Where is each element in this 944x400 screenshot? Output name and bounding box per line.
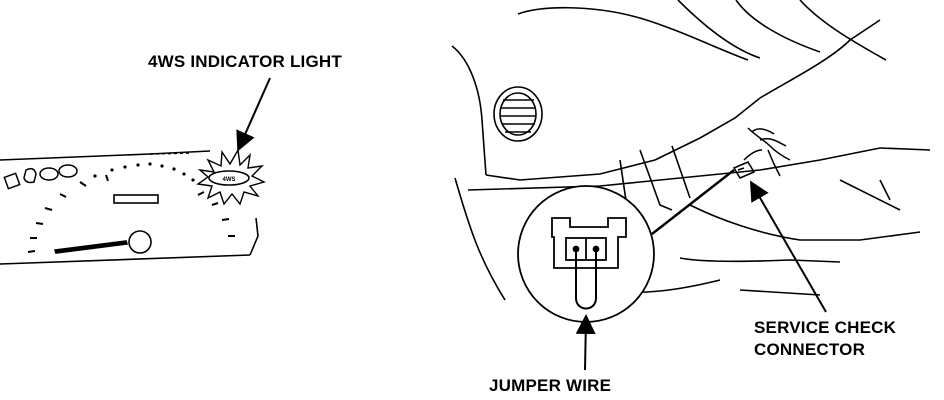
instrument-cluster — [0, 150, 259, 265]
service-check-label-line1: SERVICE CHECK — [754, 318, 897, 337]
service-check-connector — [732, 161, 756, 179]
indicator-lamp-text: 4WS — [222, 177, 235, 183]
service-check-label-line2: CONNECTOR — [754, 340, 866, 359]
speedometer-ticks — [27, 174, 109, 253]
air-vent — [493, 86, 543, 142]
indicator-light-label: 4WS INDICATOR LIGHT — [148, 52, 342, 71]
wiring-harness — [743, 127, 791, 177]
indicator-arrow — [236, 77, 271, 152]
gauge-needle — [53, 230, 152, 254]
indicator-lamp — [208, 170, 250, 186]
gauge-right-ticks — [197, 191, 235, 237]
service-connector-arrow — [749, 180, 827, 313]
jumper-wire-label: JUMPER WIRE — [489, 376, 612, 395]
odometer-window — [113, 194, 159, 204]
jumper-wire-arrow — [575, 314, 596, 371]
tachometer-dots — [93, 162, 195, 182]
warning-lamps — [3, 164, 78, 190]
dashboard-underside — [451, 0, 931, 301]
callout-leader — [651, 169, 735, 235]
indicator-burst — [196, 147, 266, 206]
connector-callout — [517, 185, 655, 323]
